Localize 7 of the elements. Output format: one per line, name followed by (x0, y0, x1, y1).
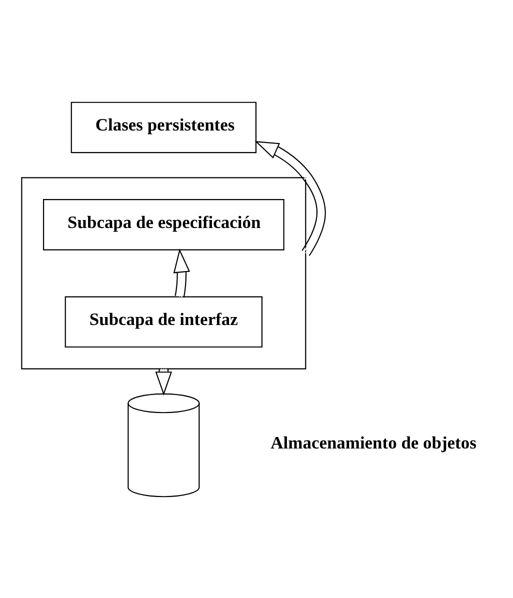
node-box: Subcapa de especificación (42, 198, 284, 250)
node-box: Subcapa de interfaz (64, 296, 262, 348)
node-label: Almacenamiento de objetos (270, 432, 476, 452)
node-box: Clases persistentes (70, 101, 256, 153)
arrow (254, 140, 326, 256)
arrow (173, 248, 190, 298)
cluster (21, 176, 306, 369)
